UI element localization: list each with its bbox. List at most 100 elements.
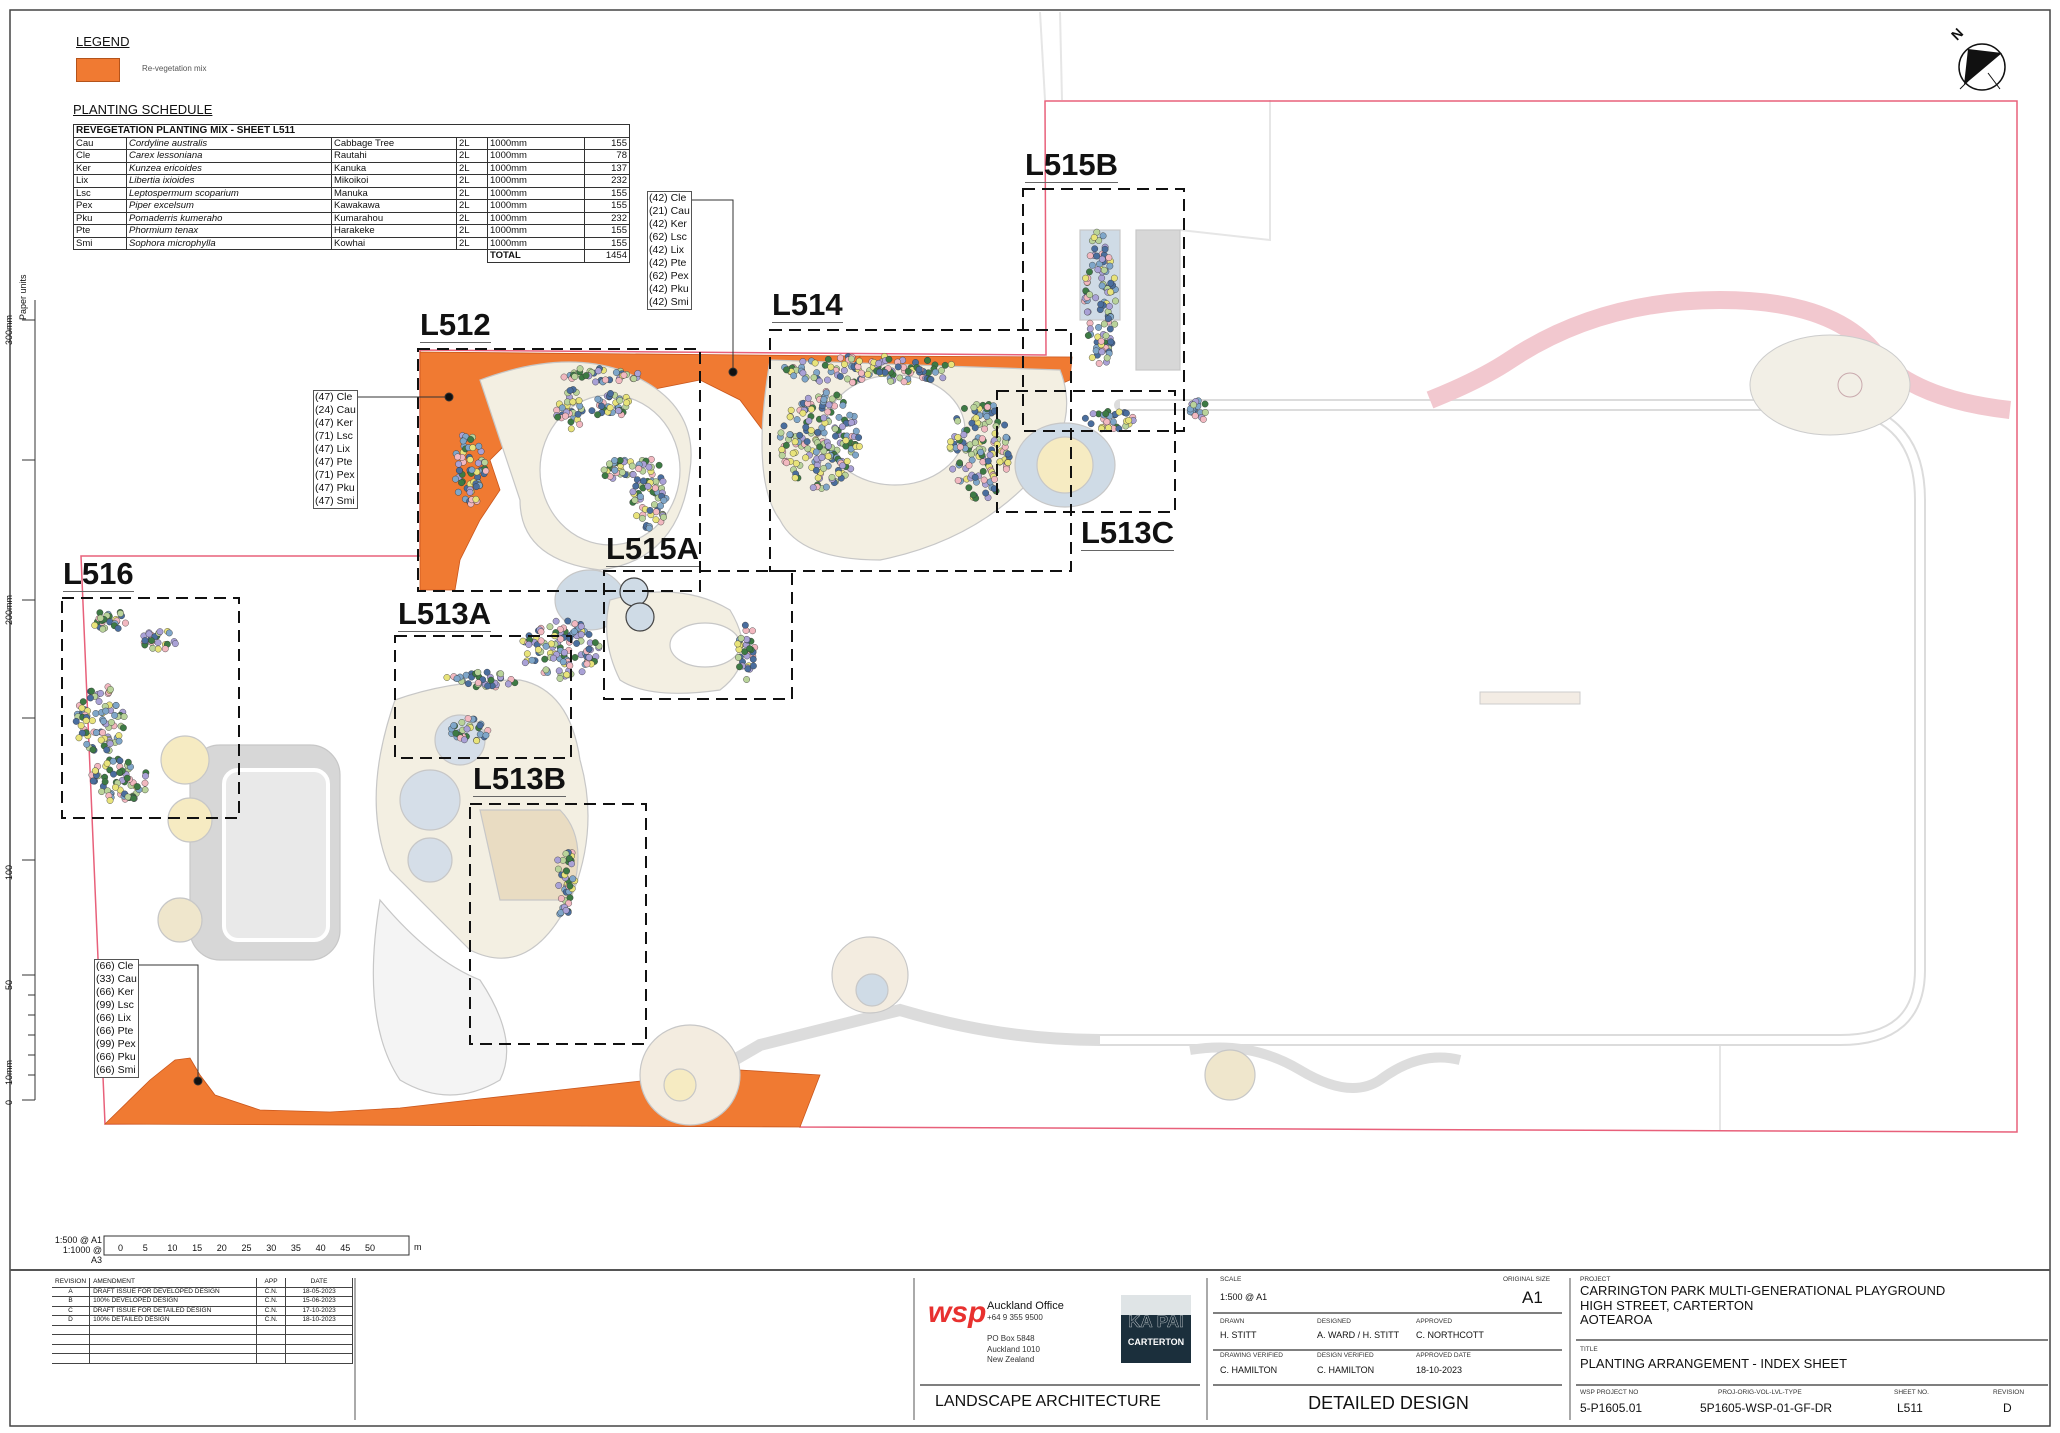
revision-row bbox=[52, 1325, 354, 1335]
plant-symbol bbox=[824, 452, 832, 460]
plant-symbol bbox=[743, 676, 750, 683]
plant-symbol bbox=[954, 417, 962, 425]
schedule-cell-common: Cabbage Tree bbox=[331, 136, 457, 150]
plant-symbol bbox=[875, 359, 883, 367]
plant-symbol bbox=[1086, 325, 1094, 333]
plant-symbol bbox=[984, 457, 992, 465]
rev-header: REVISION bbox=[52, 1278, 91, 1288]
sheet-box-l513b bbox=[469, 803, 647, 1045]
project-label: PROJECT bbox=[1580, 1276, 1611, 1283]
plant-symbol bbox=[1095, 360, 1103, 367]
approved-date-value: 18-10-2023 bbox=[1416, 1365, 1463, 1375]
schedule-cell-botanical: Cordyline australis bbox=[126, 136, 332, 150]
plant-symbol bbox=[965, 461, 973, 469]
schedule-cell-botanical: Libertia ixioides bbox=[126, 174, 332, 188]
plant-symbol bbox=[1086, 252, 1094, 260]
plant-symbol bbox=[82, 717, 90, 725]
designed-label: DESIGNED bbox=[1317, 1318, 1351, 1325]
plant-symbol bbox=[97, 736, 105, 744]
plant-symbol bbox=[570, 628, 578, 635]
plant-symbol bbox=[824, 442, 832, 450]
schedule-cell-common: Rautahi bbox=[331, 149, 457, 163]
revision-cell-amendment: 100% DEVELOPED DESIGN bbox=[89, 1296, 258, 1307]
drawing-title: PLANTING ARRANGEMENT - INDEX SHEET bbox=[1580, 1356, 1848, 1371]
plant-symbol bbox=[116, 769, 123, 776]
plant-symbol bbox=[567, 425, 575, 433]
plant-symbol bbox=[171, 640, 179, 647]
plant-symbol bbox=[977, 448, 985, 456]
schedule-cell-spacing: 1000mm bbox=[487, 199, 585, 213]
plant-symbol bbox=[566, 882, 574, 890]
callout-line: (42) Cle bbox=[649, 192, 687, 204]
schedule-cell-botanical: Kunzea ericoides bbox=[126, 161, 332, 175]
plant-symbol bbox=[606, 404, 614, 412]
plant-symbol bbox=[832, 432, 839, 440]
sheet-label-l513a: L513A bbox=[398, 596, 492, 632]
plant-symbol bbox=[103, 759, 111, 767]
plant-symbol bbox=[1106, 302, 1113, 310]
plant-symbol bbox=[594, 395, 602, 403]
plant-symbol bbox=[968, 456, 976, 464]
legend-swatch-revegetation bbox=[76, 58, 120, 82]
plant-symbol bbox=[1002, 433, 1010, 441]
address-line: New Zealand bbox=[987, 1355, 1035, 1364]
plant-symbol bbox=[72, 717, 80, 725]
plant-symbol bbox=[818, 454, 826, 461]
callout-l512-mix: (47) Cle(24) Cau(47) Ker(71) Lsc(47) Lix… bbox=[313, 390, 358, 509]
plant-symbol bbox=[949, 465, 957, 473]
plant-symbol bbox=[576, 420, 584, 428]
sheet-border bbox=[9, 9, 2051, 1427]
plant-symbol bbox=[846, 411, 854, 419]
plant-symbol bbox=[1104, 315, 1112, 323]
plant-symbol bbox=[592, 378, 599, 386]
plant-symbol bbox=[809, 484, 817, 492]
plant-symbol bbox=[1004, 459, 1012, 467]
plant-symbol bbox=[979, 467, 987, 475]
plant-symbol bbox=[565, 855, 573, 862]
revision-cell-date: 18-10-2023 bbox=[285, 1315, 354, 1326]
schedule-cell-size: 2L bbox=[456, 161, 488, 175]
plant-symbol bbox=[991, 475, 998, 483]
plant-symbol bbox=[550, 654, 557, 662]
plant-symbol bbox=[816, 443, 823, 451]
plant-symbol bbox=[900, 378, 908, 386]
callout-line: (66) Pte bbox=[96, 1025, 134, 1037]
plant-symbol bbox=[885, 355, 893, 363]
schedule-cell-code: Ker bbox=[73, 161, 127, 175]
callout-line: (47) Pku bbox=[315, 482, 355, 494]
schedule-cell-botanical: Leptospermum scoparium bbox=[126, 186, 332, 200]
plant-symbol bbox=[978, 435, 986, 443]
plant-symbol bbox=[915, 366, 923, 373]
plant-symbol bbox=[961, 405, 968, 412]
plant-symbol bbox=[799, 358, 807, 365]
plant-symbol bbox=[852, 427, 860, 435]
planting-schedule-table: REVEGETATION PLANTING MIX - SHEET L511 C… bbox=[73, 124, 630, 263]
plant-symbol bbox=[645, 524, 653, 532]
plant-symbol bbox=[598, 402, 605, 410]
plant-symbol bbox=[947, 361, 955, 368]
drawn-label: DRAWN bbox=[1220, 1318, 1245, 1325]
rev-header: APP bbox=[256, 1278, 287, 1288]
schedule-cell-size: 2L bbox=[456, 224, 488, 238]
schedule-title: PLANTING SCHEDULE bbox=[73, 102, 213, 117]
scale-bar bbox=[103, 1235, 410, 1256]
paper-ruler bbox=[22, 300, 36, 1101]
schedule-cell-size: 2L bbox=[456, 136, 488, 150]
plant-symbol bbox=[83, 740, 91, 748]
plant-symbol bbox=[115, 737, 123, 745]
plant-symbol bbox=[735, 646, 743, 653]
office-name: Auckland Office bbox=[987, 1300, 1064, 1312]
callout-line: (66) Lix bbox=[96, 1012, 132, 1024]
plant-symbol bbox=[600, 466, 608, 474]
plant-symbol bbox=[1095, 324, 1102, 331]
plant-symbol bbox=[996, 458, 1004, 466]
plant-symbol bbox=[1097, 300, 1105, 308]
callout-line: (42) Smi bbox=[649, 296, 689, 308]
plant-symbol bbox=[835, 470, 843, 477]
plant-symbol bbox=[566, 387, 574, 394]
plant-symbol bbox=[659, 478, 667, 485]
revision-cell-amendment bbox=[89, 1344, 258, 1354]
plant-symbol bbox=[651, 501, 658, 509]
